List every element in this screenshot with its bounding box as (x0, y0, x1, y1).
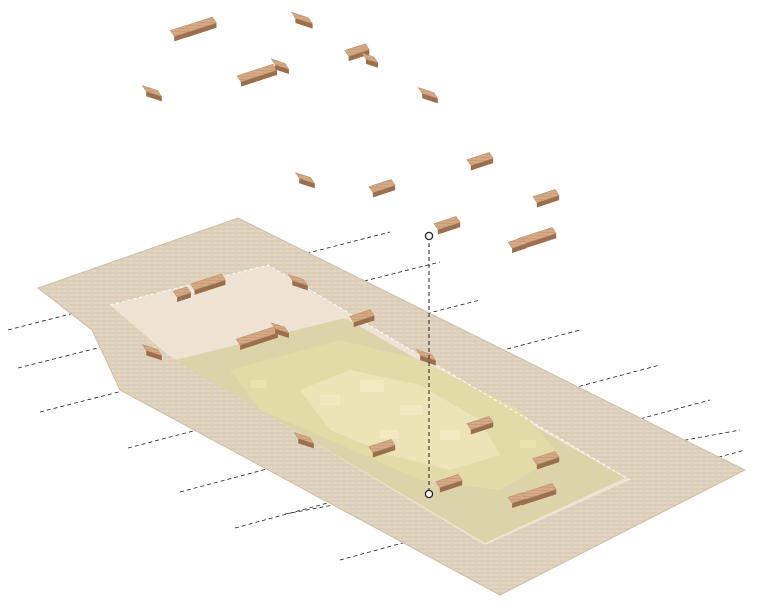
floating-blocks (142, 12, 559, 253)
circle-marker-icon (425, 490, 432, 497)
circle-marker-icon (425, 232, 432, 239)
